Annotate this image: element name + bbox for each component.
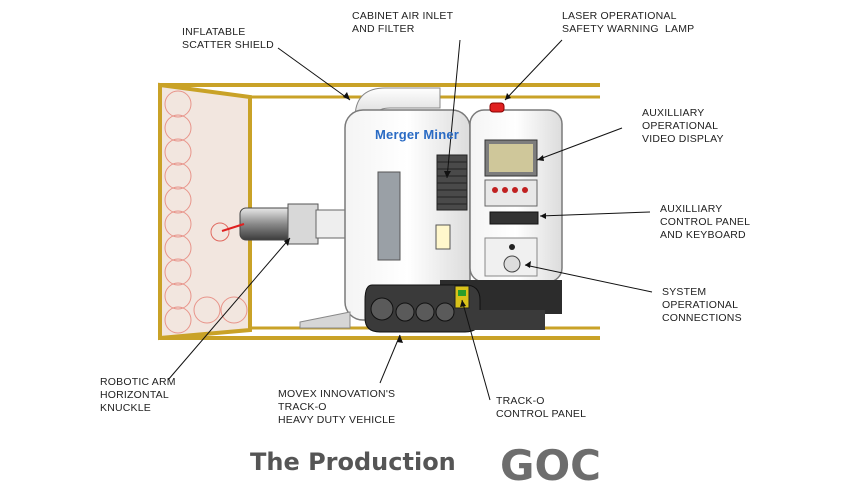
- label-connections: SYSTEM OPERATIONAL CONNECTIONS: [662, 286, 742, 324]
- logo-text: GOC: [500, 441, 601, 490]
- footer-text: The Production: [250, 448, 456, 476]
- label-inflatable-shield: INFLATABLE SCATTER SHIELD: [182, 26, 274, 51]
- tunnel-frame: [158, 82, 600, 341]
- robotic-arm: [221, 203, 351, 245]
- scatter-shield: [164, 90, 248, 334]
- label-track-panel: TRACK-O CONTROL PANEL: [496, 395, 587, 420]
- goc-logo: GOC: [500, 441, 601, 490]
- track-vehicle: [364, 280, 562, 333]
- label-video-display: AUXILLIARY OPERATIONAL VIDEO DISPLAY: [642, 107, 724, 145]
- label-control-panel: AUXILLIARY CONTROL PANEL AND KEYBOARD: [660, 203, 751, 241]
- label-vehicle: MOVEX INNOVATION'S TRACK-O HEAVY DUTY VE…: [278, 388, 396, 426]
- callout-arrowheads: [284, 92, 546, 343]
- label-robotic-arm: ROBOTIC ARM HORIZONTAL KNUCKLE: [100, 376, 176, 414]
- machine-label: Merger Miner: [375, 127, 460, 142]
- left-cabinet: [299, 87, 471, 329]
- right-cabinet: [469, 102, 563, 283]
- callout-arrows: [167, 39, 653, 401]
- label-air-inlet: CABINET AIR INLET AND FILTER: [352, 10, 454, 35]
- label-laser-lamp: LASER OPERATIONAL SAFETY WARNING LAMP: [562, 10, 695, 35]
